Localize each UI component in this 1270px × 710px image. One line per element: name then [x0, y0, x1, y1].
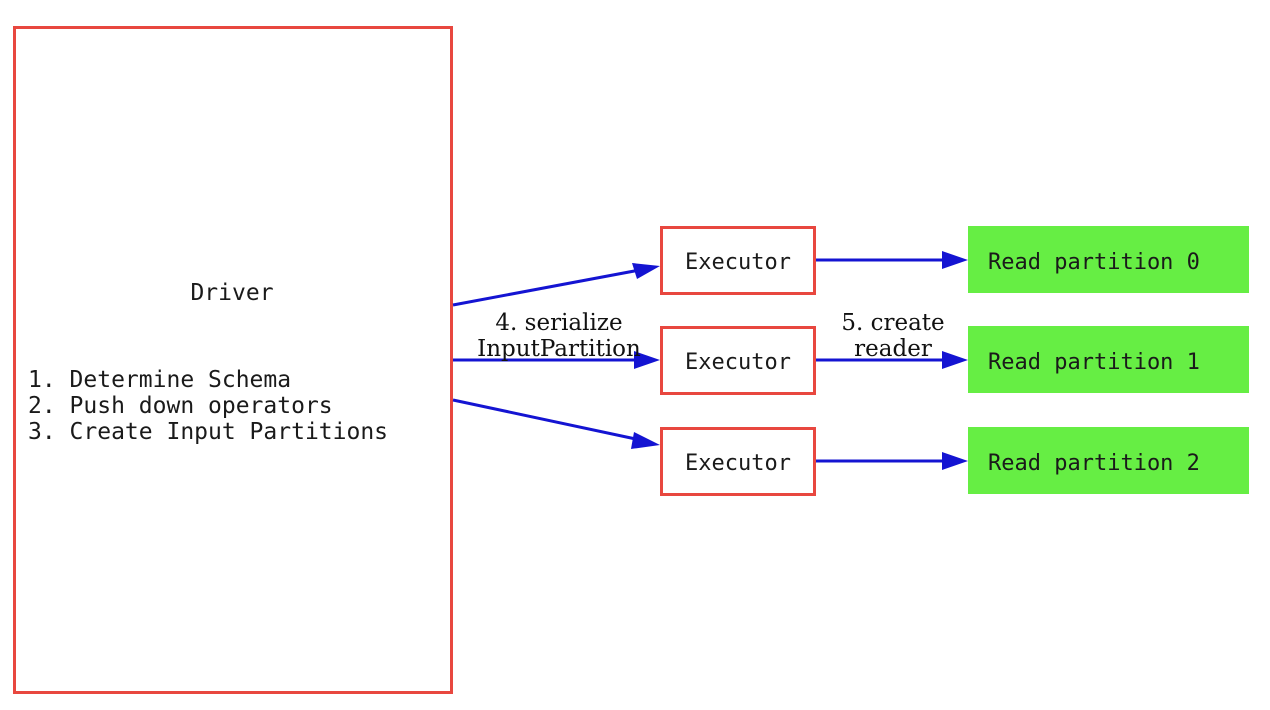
- partition-box-2: [968, 427, 1249, 494]
- executor-label-1: Executor: [685, 350, 791, 375]
- edge-label-create-reader-line1: 5. create: [841, 310, 944, 336]
- driver-step-3: 3. Create Input Partitions: [28, 419, 388, 445]
- executor-box-1: [660, 326, 816, 395]
- driver-step-2: 2. Push down operators: [28, 393, 333, 419]
- arrow-driver-to-executor-1: [453, 351, 660, 369]
- executor-label-2: Executor: [685, 451, 791, 476]
- partition-box-1: [968, 326, 1249, 393]
- driver-title: Driver: [190, 280, 273, 306]
- partition-label-1: Read partition 1: [988, 350, 1200, 375]
- partition-box-0: [968, 226, 1249, 293]
- partition-label-0: Read partition 0: [988, 250, 1200, 275]
- driver-box: [13, 26, 453, 694]
- partition-label-2: Read partition 2: [988, 451, 1200, 476]
- edge-label-serialize-line1: 4. serialize: [495, 310, 622, 336]
- arrow-driver-to-executor-2: [452, 398, 660, 449]
- edge-label-serialize-line2: InputPartition: [477, 336, 641, 362]
- driver-step-1: 1. Determine Schema: [28, 367, 291, 393]
- arrow-executor-to-partition-2: [816, 452, 968, 470]
- executor-label-0: Executor: [685, 250, 791, 275]
- executor-box-2: [660, 427, 816, 496]
- arrow-driver-to-executor-0: [452, 263, 660, 307]
- executor-box-0: [660, 226, 816, 295]
- edge-label-create-reader-line2: reader: [854, 336, 932, 362]
- arrow-executor-to-partition-0: [816, 251, 968, 269]
- arrow-executor-to-partition-1: [816, 351, 968, 369]
